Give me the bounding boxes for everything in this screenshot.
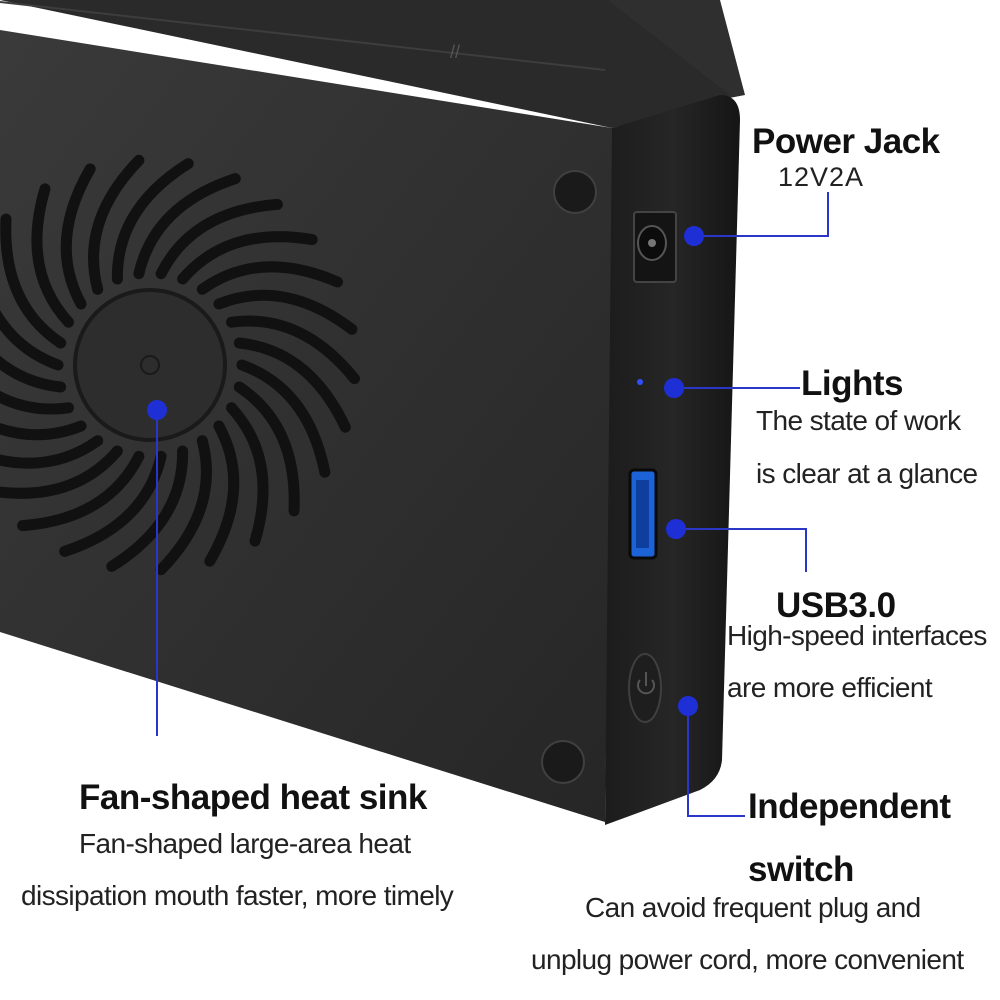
switch-desc-1: Can avoid frequent plug and (585, 892, 921, 923)
fan-vent-slot (236, 359, 331, 478)
switch-title-2: switch (748, 850, 854, 889)
fan-desc-1: Fan-shaped large-area heat (79, 828, 411, 859)
device-side-panel (605, 95, 740, 825)
fan-vent-slot (133, 173, 241, 280)
fan-vent-slot (17, 450, 145, 532)
fan-vent-slot (88, 154, 145, 295)
fan-vent-slot (196, 261, 343, 295)
screw-foot (541, 740, 585, 784)
power-jack-title: Power Jack (752, 122, 940, 161)
callout-fan (147, 400, 167, 736)
callout-lights (664, 378, 800, 398)
fan-vent-slot (0, 435, 104, 469)
indicator-light (637, 379, 643, 385)
fan-hub (73, 288, 227, 442)
fan-vent-slot (0, 310, 64, 371)
fan-vent-slot (233, 337, 351, 433)
fan-vent-slot (233, 381, 300, 517)
callout-power-jack (684, 192, 829, 246)
fan-vent-slot (226, 402, 269, 547)
device-top-edge (0, 0, 730, 128)
fan-vent-slot (31, 183, 74, 328)
fan-vent-icon (0, 154, 360, 576)
usb-title: USB3.0 (776, 586, 896, 625)
fan-vent-slot (177, 231, 318, 285)
top-mark: // (450, 42, 460, 62)
fan-center (140, 355, 160, 375)
usb-desc-1: High-speed interfaces (727, 620, 987, 651)
fan-vent-slot (204, 420, 240, 567)
switch-desc-2: unplug power cord, more convenient (531, 944, 964, 975)
fan-vent-slot (111, 158, 194, 285)
fan-vent-slot (60, 163, 96, 310)
fan-desc-2: dissipation mouth faster, more timely (21, 880, 454, 911)
fan-vent-slot (226, 315, 360, 385)
lights-desc-2: is clear at a glance (756, 458, 978, 489)
fan-vent-slot (0, 390, 74, 415)
lights-desc-1: The state of work (756, 405, 961, 436)
fan-title: Fan-shaped heat sink (79, 778, 427, 817)
fan-vent-slot (0, 420, 87, 441)
callout-switch (678, 696, 745, 817)
usb-desc-2: are more efficient (727, 672, 933, 703)
power-button-icon (628, 653, 662, 723)
power-jack-spec: 12V2A (778, 162, 865, 192)
lights-title: Lights (801, 364, 903, 403)
fan-vent-slot (155, 198, 283, 280)
switch-title-1: Independent (748, 787, 951, 826)
fan-vent-slot (0, 355, 67, 393)
fan-vent-slot (0, 213, 67, 349)
fan-vent-slot (213, 289, 358, 335)
fan-vent-slot (0, 445, 123, 499)
fan-vent-slot (106, 445, 189, 572)
screw-foot (553, 170, 597, 214)
callout-usb (666, 519, 807, 572)
fan-vent-slot (155, 435, 212, 576)
